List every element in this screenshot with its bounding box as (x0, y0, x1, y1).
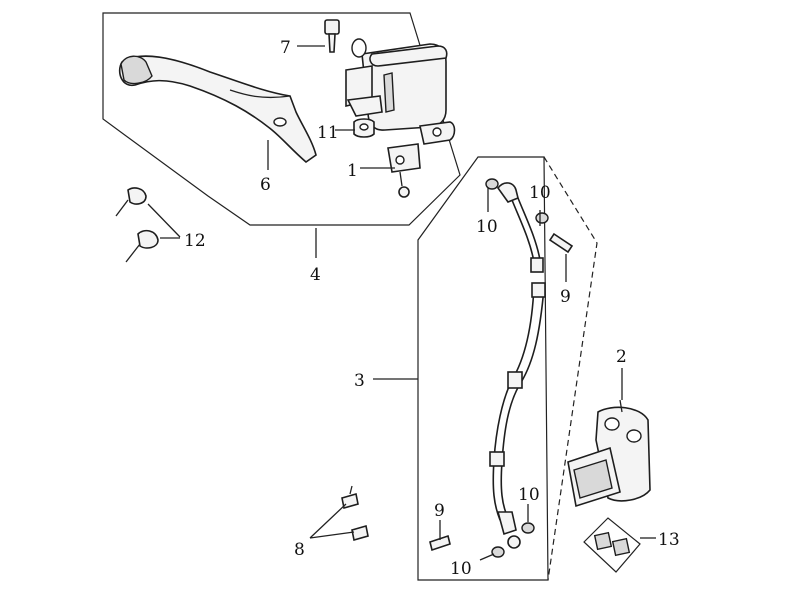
dust-boot-11 (353, 118, 375, 138)
screws-12 (115, 187, 159, 263)
label-10-bottom-right: 10 (518, 485, 540, 505)
brake-hose (489, 182, 546, 549)
label-4: 4 (310, 265, 321, 285)
screw-7 (324, 19, 340, 53)
label-9-top: 9 (560, 287, 571, 307)
hose-assembly-dashed-edge (543, 156, 598, 581)
label-8: 8 (294, 540, 305, 560)
brake-caliper (567, 399, 651, 508)
washers-10 (485, 178, 549, 558)
label-10-top-left: 10 (476, 217, 498, 237)
label-2: 2 (616, 347, 627, 367)
brake-switch-1 (387, 143, 421, 198)
label-10-bottom-left: 10 (450, 559, 472, 579)
label-9-bottom: 9 (434, 501, 445, 521)
brake-pads-13 (583, 517, 641, 573)
brake-lever (118, 55, 317, 164)
label-13: 13 (658, 530, 680, 550)
label-11: 11 (317, 123, 339, 143)
label-1: 1 (347, 161, 358, 181)
hose-assembly-outline (417, 156, 549, 581)
label-10-top-right: 10 (529, 183, 551, 203)
master-cylinder (345, 38, 456, 145)
label-12: 12 (184, 231, 206, 251)
lever-assembly-outline (102, 12, 461, 226)
leader-lines (147, 45, 656, 561)
label-7: 7 (280, 38, 291, 58)
bolts-9 (429, 232, 574, 552)
label-6: 6 (260, 175, 271, 195)
bolts-8 (341, 485, 369, 542)
label-3: 3 (354, 371, 365, 391)
